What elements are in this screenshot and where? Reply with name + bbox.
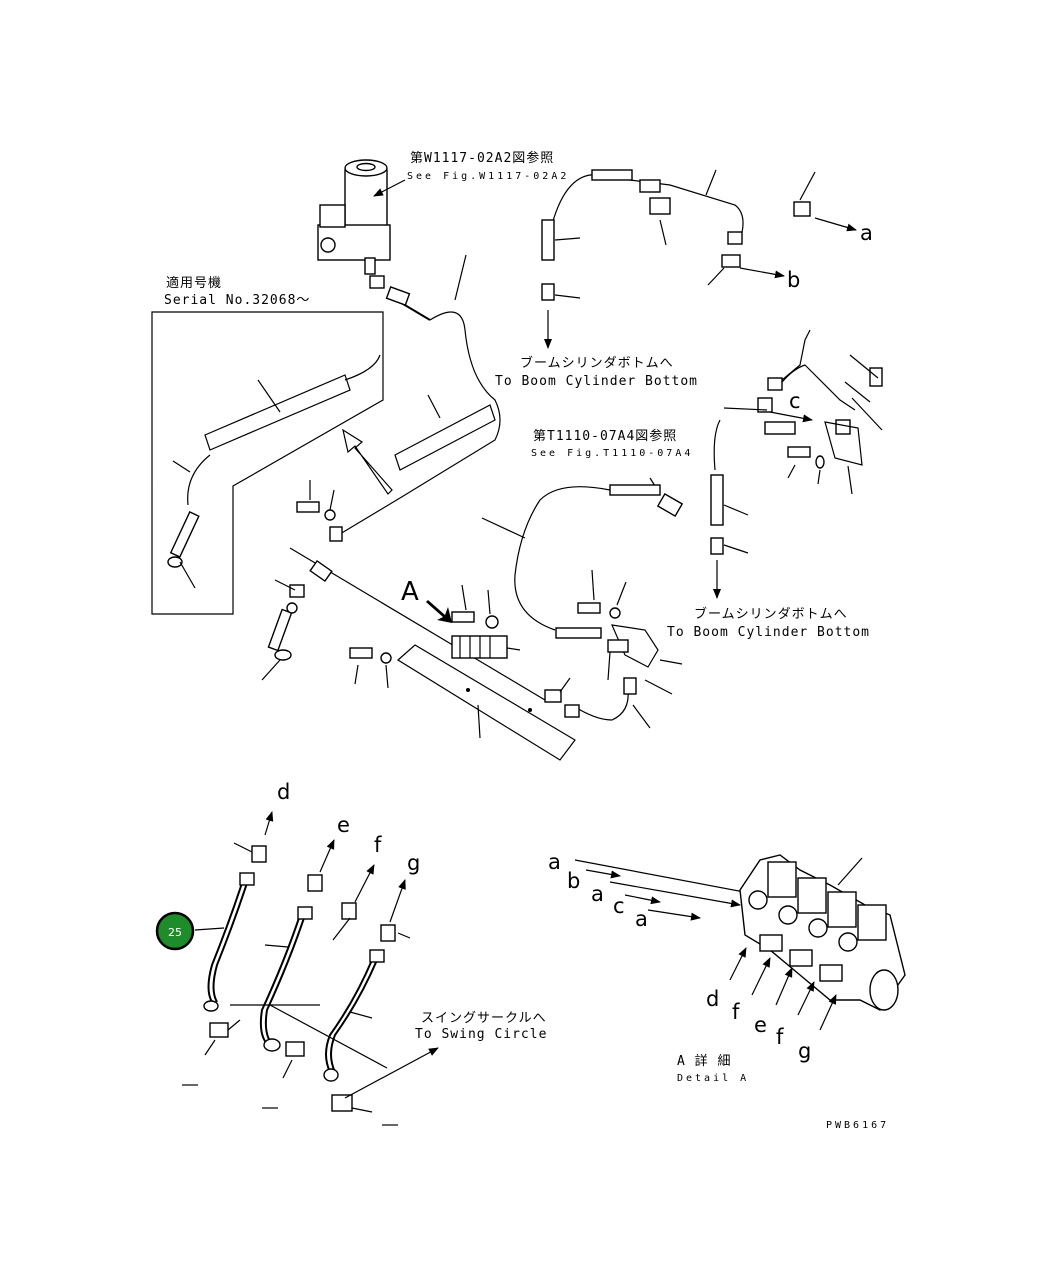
detail-letter-a3: a: [635, 907, 648, 931]
detail-en: Detail A: [677, 1073, 749, 1084]
boom-1-jp: ブームシリンダボトムへ: [520, 355, 674, 371]
letter-a-top: a: [860, 221, 873, 245]
detail-letter-c: c: [613, 894, 625, 918]
boom-1-en: To Boom Cylinder Bottom: [495, 374, 698, 389]
detail-letter-e: e: [754, 1013, 767, 1037]
boom-hose-1: [541, 169, 744, 349]
boom-hose-2: [710, 329, 883, 599]
support-bracket: [349, 644, 576, 761]
view-a-label: A: [401, 577, 419, 607]
swing-en: To Swing Circle: [415, 1027, 547, 1042]
ref-1-en: See Fig.W1117-02A2: [407, 171, 569, 182]
detail-a-assembly: [574, 854, 906, 1031]
bolts-left: [296, 480, 343, 542]
detail-letter-g: g: [798, 1039, 811, 1063]
letter-b-top: b: [787, 268, 800, 292]
detail-letter-d: d: [706, 987, 719, 1011]
boom-2-en: To Boom Cylinder Bottom: [667, 625, 870, 640]
drawing-code: PWB6167: [826, 1120, 889, 1131]
detail-letter-a2: a: [591, 882, 604, 906]
serial-en: Serial No.32068～: [164, 293, 310, 308]
detail-jp: A 詳 細: [677, 1053, 731, 1069]
valve-manifold: [451, 584, 521, 659]
boom-2-jp: ブームシリンダボトムへ: [694, 606, 848, 622]
ref-1-jp: 第W1117-02A2図参照: [410, 150, 554, 166]
ref-leader-1: [373, 179, 406, 197]
serial-jp: 適用号機: [166, 275, 222, 291]
letter-g-top: g: [407, 851, 420, 875]
page-badge: 25: [155, 911, 195, 951]
swing-jp: スイングサークルへ: [421, 1011, 547, 1026]
letter-e-top: e: [337, 813, 350, 837]
serial-variant-box: [151, 311, 384, 615]
ref-2-jp: 第T1110-07A4図参照: [533, 428, 677, 444]
harness-line: [329, 311, 501, 541]
ref-2-en: See Fig.T1110-07A4: [531, 448, 693, 459]
letter-d-top: d: [277, 780, 290, 804]
detail-letter-a1: a: [548, 850, 561, 874]
detail-letter-f2: f: [776, 1025, 784, 1049]
rod-assembly: [261, 547, 546, 701]
tee-fitting-a: [707, 171, 857, 286]
solenoid-valve: [317, 159, 431, 321]
badge-number: 25: [168, 926, 182, 939]
letter-c-top: c: [789, 389, 801, 413]
serial-variant-parts: [167, 354, 381, 589]
letter-f-top: f: [374, 833, 382, 857]
swing-tubes: [182, 811, 439, 1126]
detail-letter-f1: f: [732, 1000, 740, 1024]
outline-arrow: [342, 428, 393, 495]
detail-letter-b: b: [567, 869, 580, 893]
view-a-arrow: [426, 600, 452, 623]
middle-hose: [481, 484, 684, 729]
